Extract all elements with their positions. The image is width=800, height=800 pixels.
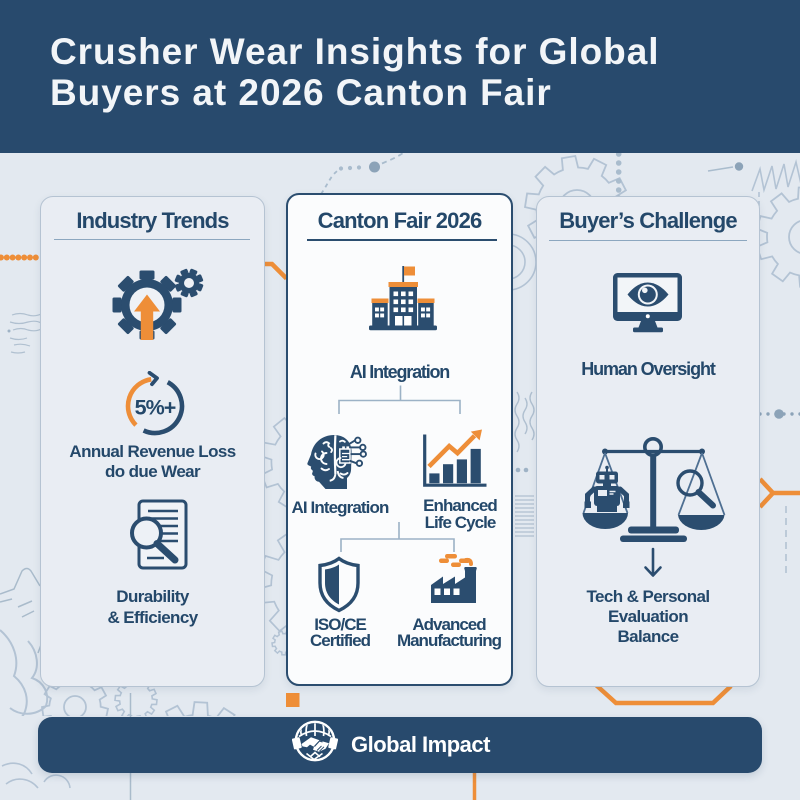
svg-text:5%+: 5%+ xyxy=(135,396,176,420)
